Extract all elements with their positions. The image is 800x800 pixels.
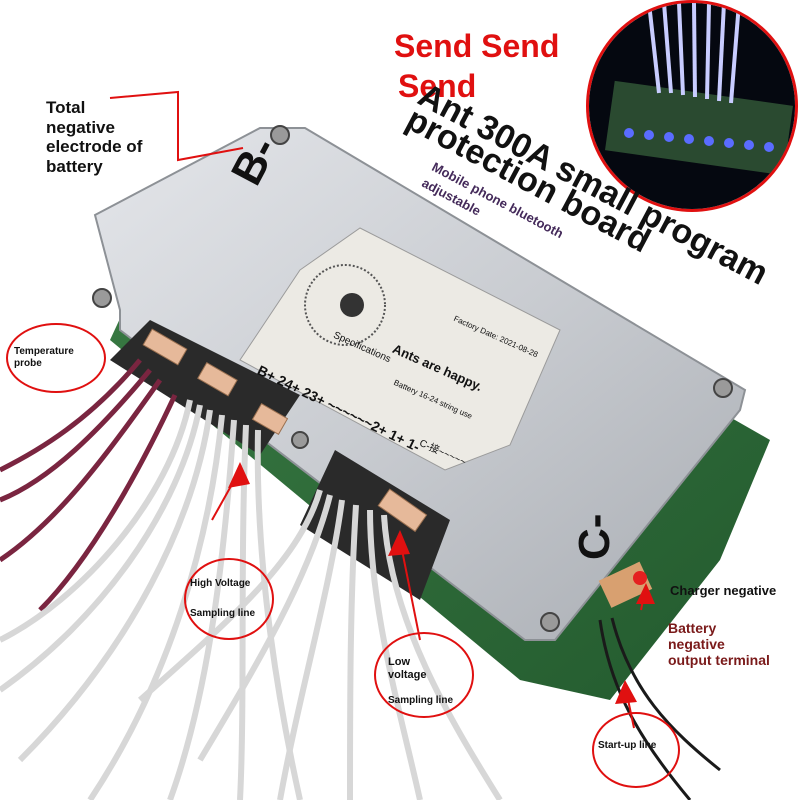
callout-battery-negative-output: Battery negative output terminal: [668, 620, 770, 669]
startup-line-ring: [592, 712, 680, 788]
callout-total-negative: Total negative electrode of battery: [46, 98, 143, 176]
temperature-probe-ring: [6, 323, 106, 393]
sticker-dial: [304, 264, 386, 346]
headline-line2: Send: [398, 68, 477, 104]
callout-charger-negative: Charger negative: [670, 583, 777, 598]
callout-high-voltage: High Voltage Sampling line: [190, 578, 256, 619]
connector-slot-low: [300, 450, 450, 600]
spec-sticker: [239, 227, 561, 471]
screw-icons: [92, 125, 733, 632]
high-voltage-ring: [184, 558, 274, 640]
inset-photo-circle: [586, 0, 798, 212]
headline-line1: Send Send: [394, 28, 560, 64]
callout-temperature-probe: Temperature probe: [14, 346, 74, 369]
glowing-connector-photo: [589, 3, 795, 209]
connector-slot-high: [110, 320, 300, 455]
temperature-wires: [0, 358, 178, 612]
callout-startup-line: Start-up line: [598, 740, 657, 751]
low-voltage-ring: [374, 632, 474, 718]
arrow-icons: [228, 462, 655, 704]
c-minus-mark: C-: [570, 513, 619, 560]
callout-low-voltage: Low voltage Sampling line: [388, 656, 454, 707]
